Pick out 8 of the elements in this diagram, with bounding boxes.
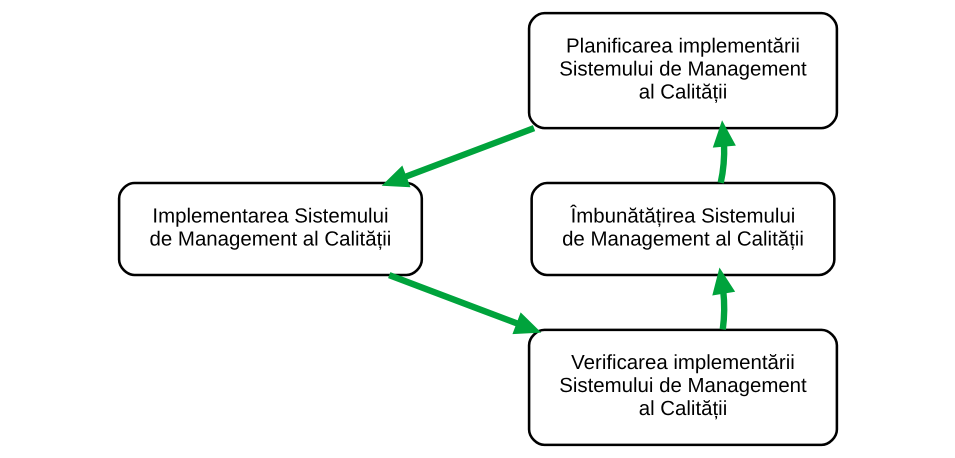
arrow	[388, 272, 541, 334]
node-box: Verificarea implementării Sistemului de Management al Calității	[527, 328, 838, 446]
arrow	[712, 120, 736, 184]
arrow	[381, 125, 535, 188]
node-box: Planificarea implementării Sistemului de Management al Calității	[527, 12, 838, 130]
arrow	[712, 268, 735, 330]
node-box: Implementarea Sistemului de Management al Calității	[117, 182, 423, 276]
node-box: Îmbunătățirea Sistemului de Management al Calității	[530, 182, 836, 276]
